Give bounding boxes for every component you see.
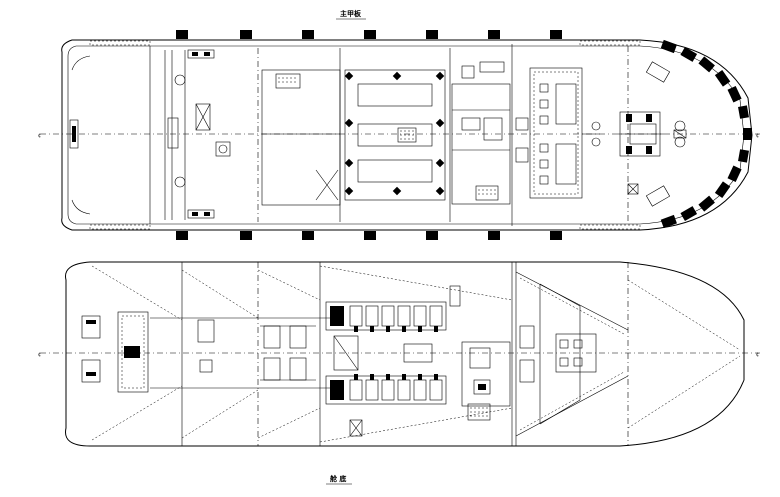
accommodation-block [261, 69, 341, 206]
engine-casing [344, 69, 446, 201]
main-deck-hull-outline [61, 39, 753, 231]
main-deck-centerline-mark-fwd: ¢ [756, 133, 759, 139]
bottom-centerline-mark-aft: ¢ [38, 352, 41, 358]
aft-bollard-stbd [187, 209, 215, 219]
aft-bollard-port [187, 49, 215, 59]
bottom-structural-diagonals [91, 265, 741, 443]
forward-store [555, 333, 597, 373]
main-engine-stbd [325, 374, 447, 405]
forward-frame-truss [515, 271, 629, 437]
bottom-plan: ¢ ¢ [38, 261, 760, 447]
engine-casing-corner-markers [344, 71, 445, 196]
bow-fender-blocks [660, 39, 752, 229]
steering-gear-port [81, 315, 101, 339]
deckhouse [451, 83, 511, 205]
stern-equipment-block [117, 311, 149, 393]
main-engine-port [325, 301, 447, 332]
steering-gear-stbd [81, 359, 101, 383]
main-deck-bottom-bulwark-brackets [176, 231, 562, 240]
forward-room [529, 67, 583, 199]
main-deck-plan: 主甲板 [38, 9, 760, 240]
bottom-centerline-mark-fwd: ¢ [756, 352, 759, 358]
main-deck-centerline-mark-aft: ¢ [38, 133, 41, 139]
bottom-plan-title: 舱 底 [330, 474, 346, 483]
auxiliary-room [461, 341, 511, 407]
main-deck-title: 主甲板 [340, 9, 362, 18]
aft-capstan [215, 141, 231, 157]
aft-hatch [195, 103, 211, 131]
main-deck-top-bulwark-brackets [176, 30, 562, 39]
anchor-windlass [618, 111, 687, 157]
bottom-hull-outline [65, 261, 745, 447]
